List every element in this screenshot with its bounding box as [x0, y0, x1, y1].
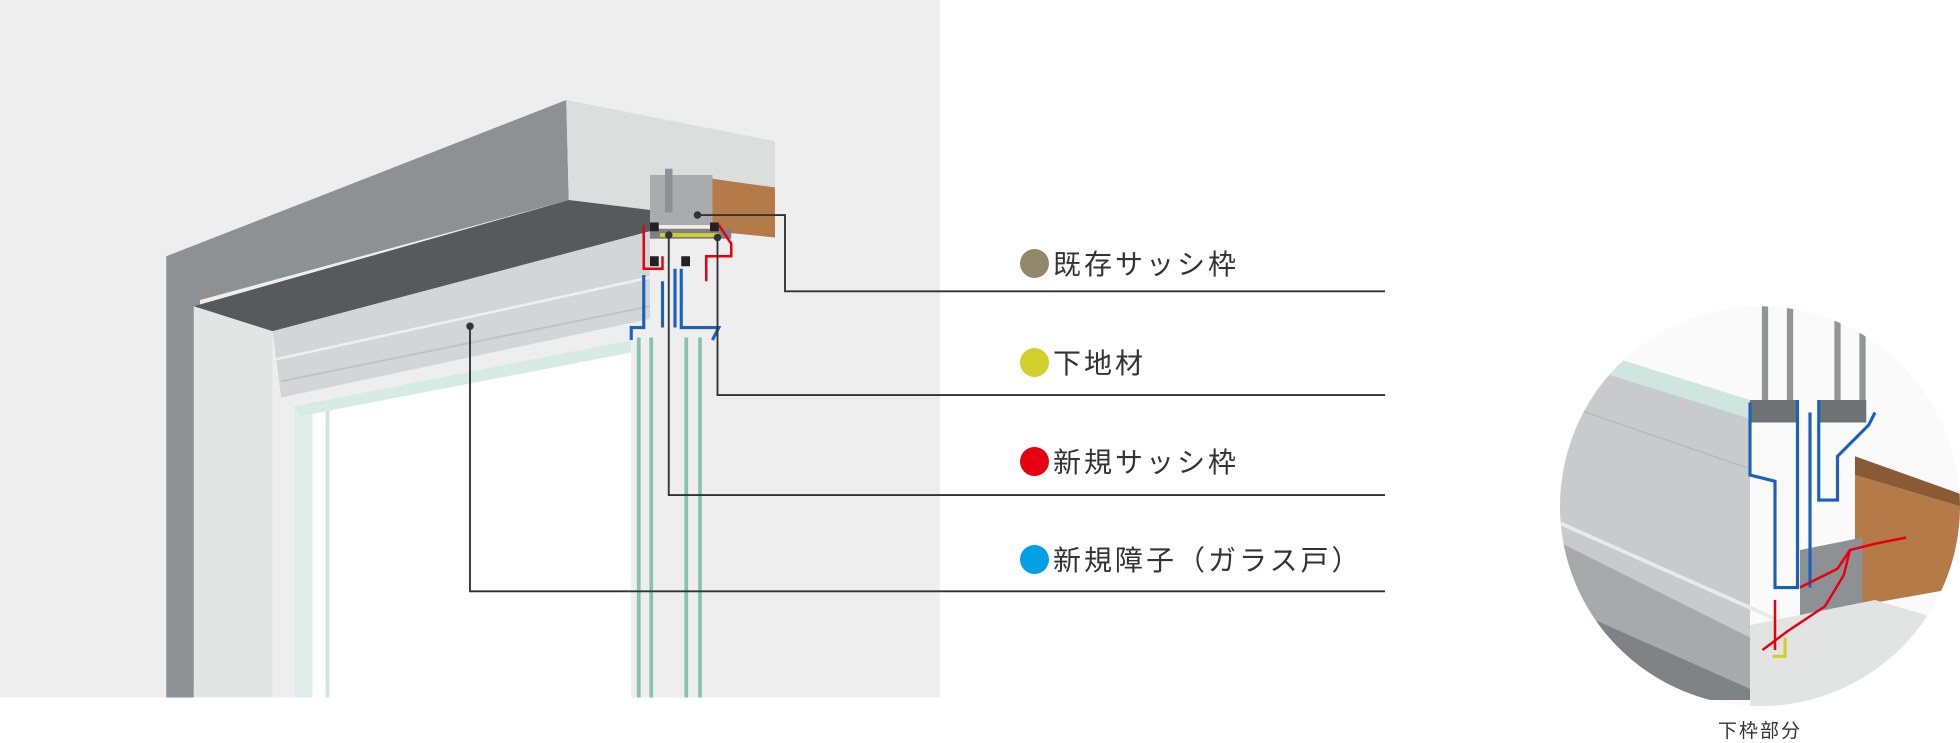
- legend-label: 新規サッシ枠: [1053, 446, 1240, 479]
- leader-base-material: [716, 237, 1385, 396]
- legend-dot-base-material: [1020, 347, 1049, 377]
- leader-new-frame: [667, 234, 1385, 496]
- window-cutaway-view: [0, 0, 940, 698]
- leader-lines: [469, 214, 1385, 593]
- legend-dot-new-frame: [1020, 446, 1049, 476]
- legend-label: 既存サッシ枠: [1053, 248, 1240, 281]
- leader-existing-frame: [697, 214, 1385, 293]
- legend-label: 下地材: [1053, 347, 1147, 380]
- legend-item-existing-frame: 既存サッシ枠: [1020, 243, 1239, 283]
- legend-label: 新規障子（ガラス戸）: [1053, 544, 1363, 577]
- legend-item-new-frame: 新規サッシ枠: [1020, 441, 1239, 481]
- legend-dot-existing-frame: [1020, 248, 1049, 278]
- leader-new-sash: [469, 326, 1385, 593]
- legend-dot-new-sash: [1020, 544, 1049, 574]
- sill-detail-circle: [1559, 306, 1960, 707]
- legend-item-base-material: 下地材: [1020, 342, 1146, 382]
- detail-caption: 下枠部分: [1717, 720, 1802, 742]
- legend-item-new-sash: 新規障子（ガラス戸）: [1020, 539, 1362, 579]
